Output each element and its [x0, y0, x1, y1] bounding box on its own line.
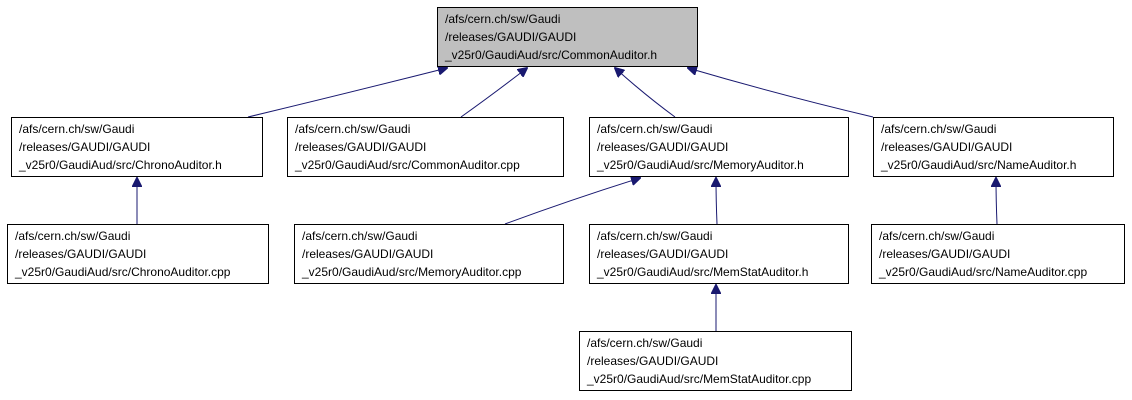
- edge-common_cpp-to-common_h: [460, 68, 527, 118]
- edge-memory_cpp-to-memory_h: [504, 178, 640, 225]
- file-node-path-line: /releases/GAUDI/GAUDI: [587, 354, 719, 368]
- file-node-path-line: /afs/cern.ch/sw/Gaudi: [597, 122, 713, 136]
- file-node-path-line: _v25r0/GaudiAud/src/MemStatAuditor.cpp: [587, 372, 812, 386]
- file-node-path-line: /afs/cern.ch/sw/Gaudi: [19, 122, 135, 136]
- file-node-path-line: _v25r0/GaudiAud/src/ChronoAuditor.cpp: [15, 265, 231, 279]
- file-node-path-line: /releases/GAUDI/GAUDI: [19, 140, 151, 154]
- file-node-path-line: /releases/GAUDI/GAUDI: [879, 247, 1011, 261]
- file-node-path-line: /releases/GAUDI/GAUDI: [881, 140, 1013, 154]
- file-node-name-cpp[interactable]: /afs/cern.ch/sw/Gaudi/releases/GAUDI/GAU…: [871, 224, 1125, 284]
- file-node-common-cpp[interactable]: /afs/cern.ch/sw/Gaudi/releases/GAUDI/GAU…: [287, 117, 564, 177]
- file-node-name-h[interactable]: /afs/cern.ch/sw/Gaudi/releases/GAUDI/GAU…: [873, 117, 1114, 177]
- file-node-path-line: _v25r0/GaudiAud/src/ChronoAuditor.h: [19, 158, 222, 172]
- file-node-common-h: /afs/cern.ch/sw/Gaudi/releases/GAUDI/GAU…: [437, 7, 698, 67]
- file-node-path-line: _v25r0/GaudiAud/src/MemoryAuditor.cpp: [302, 265, 522, 279]
- edge-name_cpp-to-name_h: [996, 178, 997, 225]
- file-node-path-line: /releases/GAUDI/GAUDI: [302, 247, 434, 261]
- file-node-path-line: /afs/cern.ch/sw/Gaudi: [881, 122, 997, 136]
- file-node-path-line: /releases/GAUDI/GAUDI: [295, 140, 427, 154]
- file-node-chrono-h[interactable]: /afs/cern.ch/sw/Gaudi/releases/GAUDI/GAU…: [11, 117, 263, 177]
- file-node-path-line: /afs/cern.ch/sw/Gaudi: [445, 12, 561, 26]
- file-node-path-line: /afs/cern.ch/sw/Gaudi: [879, 229, 995, 243]
- file-node-path-line: /afs/cern.ch/sw/Gaudi: [587, 336, 703, 350]
- file-node-path-line: /releases/GAUDI/GAUDI: [445, 30, 577, 44]
- file-node-memory-cpp[interactable]: /afs/cern.ch/sw/Gaudi/releases/GAUDI/GAU…: [294, 224, 564, 284]
- file-node-path-line: /afs/cern.ch/sw/Gaudi: [295, 122, 411, 136]
- file-node-path-line: /releases/GAUDI/GAUDI: [15, 247, 147, 261]
- file-node-path-line: _v25r0/GaudiAud/src/NameAuditor.h: [881, 158, 1077, 172]
- edge-chrono_h-to-common_h: [247, 68, 447, 118]
- edge-memory_h-to-common_h: [615, 68, 676, 118]
- file-node-memstat-h[interactable]: /afs/cern.ch/sw/Gaudi/releases/GAUDI/GAU…: [589, 224, 849, 284]
- file-node-path-line: _v25r0/GaudiAud/src/MemStatAuditor.h: [597, 265, 809, 279]
- file-node-path-line: _v25r0/GaudiAud/src/MemoryAuditor.h: [597, 158, 804, 172]
- file-node-path-line: _v25r0/GaudiAud/src/CommonAuditor.cpp: [295, 158, 520, 172]
- file-node-memstat-cpp[interactable]: /afs/cern.ch/sw/Gaudi/releases/GAUDI/GAU…: [579, 331, 852, 391]
- file-node-path-line: _v25r0/GaudiAud/src/CommonAuditor.h: [445, 48, 658, 62]
- file-node-path-line: /releases/GAUDI/GAUDI: [597, 140, 729, 154]
- file-node-memory-h[interactable]: /afs/cern.ch/sw/Gaudi/releases/GAUDI/GAU…: [589, 117, 849, 177]
- file-node-path-line: /afs/cern.ch/sw/Gaudi: [597, 229, 713, 243]
- file-node-path-line: /afs/cern.ch/sw/Gaudi: [15, 229, 131, 243]
- file-node-path-line: /releases/GAUDI/GAUDI: [597, 247, 729, 261]
- file-node-path-line: _v25r0/GaudiAud/src/NameAuditor.cpp: [879, 265, 1088, 279]
- file-node-path-line: /afs/cern.ch/sw/Gaudi: [302, 229, 418, 243]
- edge-name_h-to-common_h: [688, 68, 874, 118]
- file-node-chrono-cpp[interactable]: /afs/cern.ch/sw/Gaudi/releases/GAUDI/GAU…: [7, 224, 269, 284]
- edge-memstat_h-to-memory_h: [716, 178, 717, 225]
